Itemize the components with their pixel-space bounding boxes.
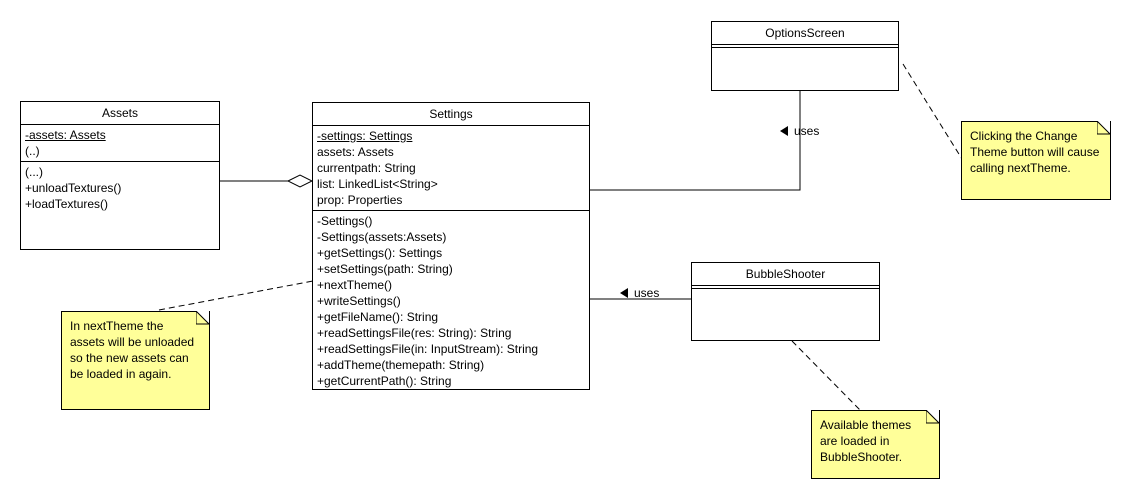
class-assets-attributes: -assets: Assets (..) xyxy=(21,125,219,162)
operation: +getFileName(): String xyxy=(317,310,439,324)
class-assets-operations: (...) +unloadTextures() +loadTextures() xyxy=(21,162,219,214)
operation: +getCurrentPath(): String xyxy=(317,374,452,388)
operation: +setSettings(path: String) xyxy=(317,262,453,276)
class-assets[interactable]: Assets -assets: Assets (..) (...) +unloa… xyxy=(20,101,220,250)
class-assets-title: Assets xyxy=(21,102,219,125)
note-available-themes-text: Available themes are loaded in BubbleSho… xyxy=(820,418,912,464)
operation: +readSettingsFile(in: InputStream): Stri… xyxy=(317,342,539,356)
note-fold-icon xyxy=(1097,121,1111,135)
note-available-themes[interactable]: Available themes are loaded in BubbleSho… xyxy=(811,410,940,479)
operation: +unloadTextures() xyxy=(25,181,122,195)
attribute: -settings: Settings xyxy=(317,129,413,143)
uses-options-label: uses xyxy=(794,124,820,138)
attribute: prop: Properties xyxy=(317,193,403,207)
operation: +readSettingsFile(res: String): String xyxy=(317,326,512,340)
note-anchor-change-theme xyxy=(902,63,963,160)
attribute: list: LinkedList<String> xyxy=(317,177,438,191)
uses-bubble-label: uses xyxy=(634,286,660,300)
attribute: (..) xyxy=(25,144,40,158)
operation: +writeSettings() xyxy=(317,294,401,308)
attribute: assets: Assets xyxy=(317,145,394,159)
note-next-theme[interactable]: In nextTheme the assets will be unloaded… xyxy=(61,311,210,410)
class-bubble-shooter-title: BubbleShooter xyxy=(692,263,879,286)
class-settings-attributes: -settings: Settings assets: Assets curre… xyxy=(313,126,589,211)
note-fold-icon xyxy=(926,410,940,424)
operation: -Settings() xyxy=(317,214,373,228)
uses-bubble-arrow xyxy=(620,288,628,298)
operation: -Settings(assets:Assets) xyxy=(317,230,447,244)
operation: +addTheme(themepath: String) xyxy=(317,358,485,372)
class-options-screen-title: OptionsScreen xyxy=(712,22,898,45)
operation: +getSettings(): Settings xyxy=(317,246,443,260)
operation: +nextTheme() xyxy=(317,278,393,292)
aggregation-diamond xyxy=(286,174,314,188)
attribute: currentpath: String xyxy=(317,161,416,175)
operation: +loadTextures() xyxy=(25,197,109,211)
class-settings-title: Settings xyxy=(313,103,589,126)
class-bubble-shooter-attributes xyxy=(692,288,879,299)
note-next-theme-text: In nextTheme the assets will be unloaded… xyxy=(70,319,195,381)
note-anchor-available-themes xyxy=(791,340,861,411)
note-anchor-next-theme xyxy=(158,280,314,311)
class-settings-operations: -Settings() -Settings(assets:Assets) +ge… xyxy=(313,211,589,391)
uses-options-arrow xyxy=(780,126,788,136)
class-options-screen-attributes xyxy=(712,47,898,58)
note-change-theme-text: Clicking the Change Theme button will ca… xyxy=(970,129,1100,175)
operation: (...) xyxy=(25,165,43,179)
association-options-line[interactable] xyxy=(589,90,801,191)
note-change-theme[interactable]: Clicking the Change Theme button will ca… xyxy=(961,121,1111,200)
class-bubble-shooter[interactable]: BubbleShooter xyxy=(691,262,880,341)
class-options-screen[interactable]: OptionsScreen xyxy=(711,21,899,91)
class-settings[interactable]: Settings -settings: Settings assets: Ass… xyxy=(312,102,590,390)
note-fold-icon xyxy=(196,311,210,325)
attribute: -assets: Assets xyxy=(25,128,106,142)
